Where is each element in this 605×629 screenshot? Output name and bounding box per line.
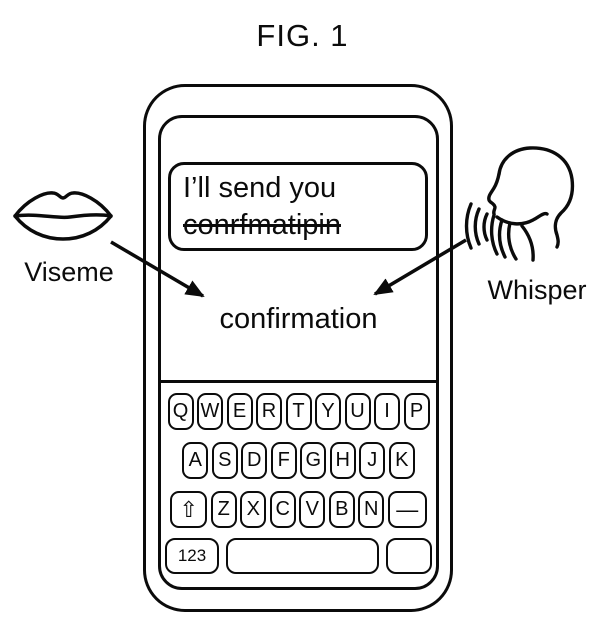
key-f[interactable]: F — [270, 442, 297, 479]
whisper-label: Whisper — [487, 275, 587, 305]
misspelled-word-strikethrough: conrfmatipin — [183, 209, 341, 242]
key-p[interactable]: P — [403, 393, 430, 430]
key-b[interactable]: B — [328, 491, 355, 528]
space-key[interactable] — [226, 538, 379, 574]
numeric-key[interactable]: 123 — [165, 538, 219, 574]
message-bubble: I’ll send you conrfmatipin — [168, 162, 428, 251]
return-key[interactable] — [386, 538, 432, 574]
key-s[interactable]: S — [211, 442, 238, 479]
key-w[interactable]: W — [197, 393, 223, 430]
key-u[interactable]: U — [344, 393, 371, 430]
screen-keyboard-divider — [160, 380, 437, 383]
key-i[interactable]: I — [374, 393, 400, 430]
corrected-word: confirmation — [219, 303, 378, 335]
key-c[interactable]: C — [269, 491, 296, 528]
message-text-line1: I’ll send you — [183, 172, 337, 204]
key-z[interactable]: Z — [210, 491, 237, 528]
key-g[interactable]: G — [300, 442, 327, 479]
dash-icon: — — [396, 496, 419, 522]
key-h[interactable]: H — [329, 442, 356, 479]
whispering-face-icon — [462, 142, 588, 268]
shift-key[interactable]: ⇧ — [170, 491, 208, 528]
key-d[interactable]: D — [241, 442, 268, 479]
viseme-label: Viseme — [24, 257, 114, 287]
phone-screen — [158, 115, 439, 590]
shift-icon: ⇧ — [179, 496, 198, 522]
keyboard-row-3: ⇧ Z X C V B N — — [158, 491, 439, 528]
key-k[interactable]: K — [388, 442, 415, 479]
key-a[interactable]: A — [182, 442, 209, 479]
key-q[interactable]: Q — [167, 393, 194, 430]
dash-key[interactable]: — — [387, 491, 427, 528]
keyboard-row-4: 123 — [158, 538, 439, 574]
key-y[interactable]: Y — [315, 393, 341, 430]
key-j[interactable]: J — [359, 442, 386, 479]
key-r[interactable]: R — [256, 393, 282, 430]
lips-icon — [12, 186, 114, 244]
key-e[interactable]: E — [226, 393, 253, 430]
keyboard-row-2: A S D F G H J K — [158, 442, 439, 479]
key-x[interactable]: X — [240, 491, 267, 528]
key-v[interactable]: V — [299, 491, 326, 528]
figure-title: FIG. 1 — [256, 18, 349, 53]
key-n[interactable]: N — [358, 491, 385, 528]
key-t[interactable]: T — [285, 393, 312, 430]
keyboard-row-1: Q W E R T Y U I P — [158, 393, 439, 430]
